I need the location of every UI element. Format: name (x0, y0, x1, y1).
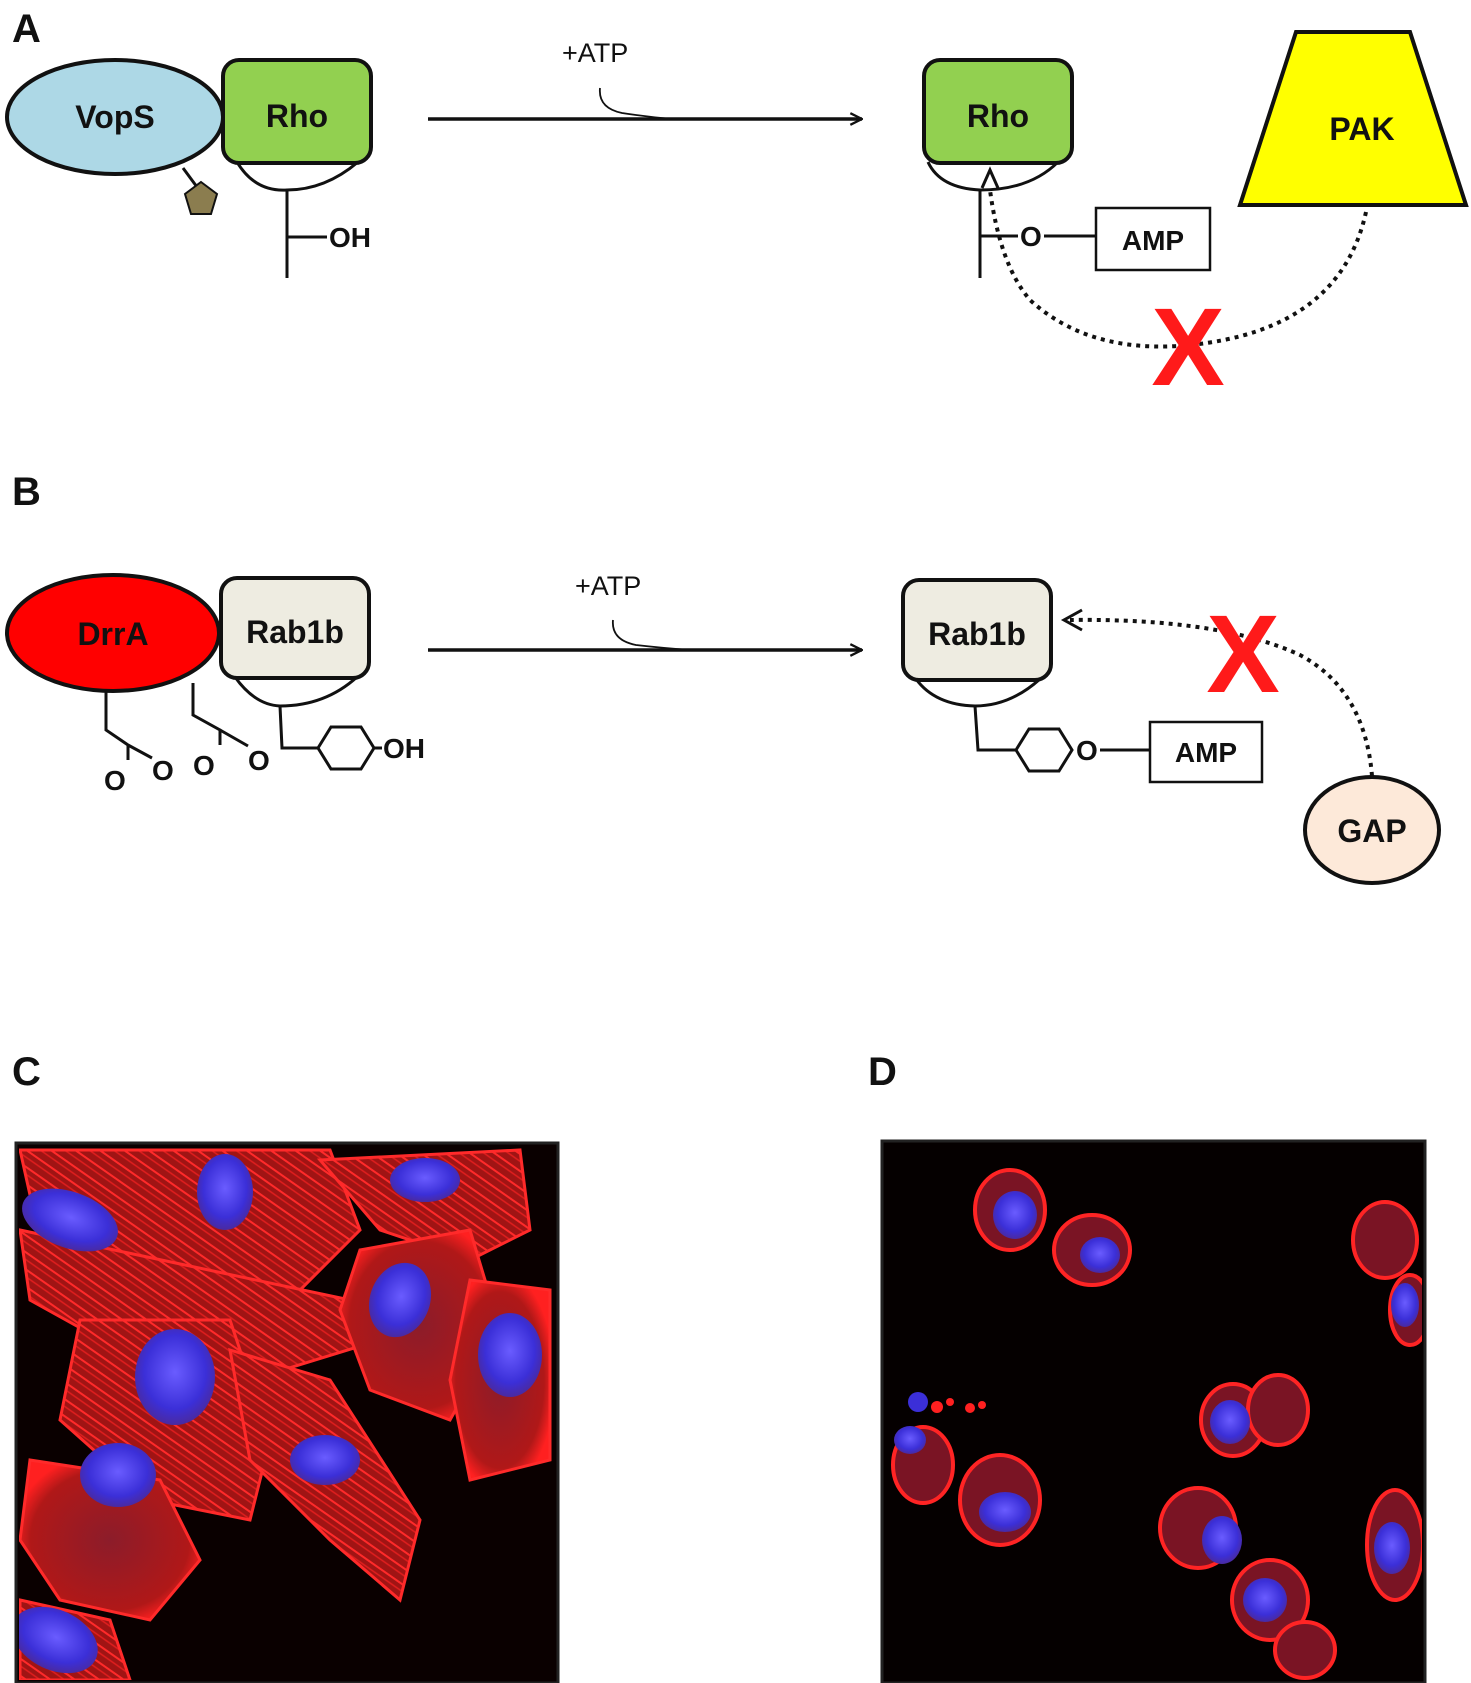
nucleus-d-3 (1391, 1283, 1419, 1327)
carboxylate-o4: O (248, 745, 270, 776)
cell-d-12 (1273, 1620, 1337, 1680)
gap-binding-dotted-path (1069, 617, 1374, 777)
pak-trapezoid (1237, 30, 1469, 207)
nucleus-d-1 (993, 1191, 1037, 1239)
debris-d-4 (978, 1401, 986, 1409)
vops-label: VopS (75, 99, 154, 135)
nucleus-d-9 (1374, 1522, 1410, 1574)
rho-pocket-right (926, 160, 1060, 192)
nucleus-c-4 (368, 1262, 432, 1338)
pak-binding-dotted-path (988, 189, 1368, 349)
rab1b-pocket-left (233, 675, 359, 708)
oxygen-label-b: O (1076, 735, 1098, 766)
debris-d-3 (965, 1403, 975, 1413)
tyr-ring-left (316, 725, 376, 771)
nucleus-c-2 (22, 1188, 118, 1252)
rho-label-left: Rho (266, 98, 328, 134)
nucleus-c-5 (478, 1313, 542, 1397)
tyr-ring-right (1014, 727, 1074, 773)
micrograph-c (14, 1141, 560, 1683)
gap-label: GAP (1337, 813, 1406, 849)
nucleus-d-4 (1210, 1400, 1250, 1444)
carboxylate-chain-1 (104, 692, 130, 760)
rho-box-right (922, 58, 1074, 165)
rab1b-box-left (219, 576, 371, 680)
cofactor-pentagon-icon (183, 180, 219, 215)
carboxylate-chain-2 (191, 683, 222, 745)
cell-d-3 (1351, 1200, 1419, 1280)
rho-box-left (221, 58, 373, 165)
carboxylate-bond-1 (127, 743, 153, 760)
blocked-x-mark-a: X (1151, 286, 1224, 409)
rab1b-pocket-right (914, 677, 1042, 708)
oxygen-label-a: O (1020, 221, 1042, 252)
atp-label-b: +ATP (575, 571, 641, 601)
panel-b-label: B (12, 470, 41, 514)
cell-c-8 (19, 1458, 202, 1622)
micrograph-d (880, 1139, 1427, 1683)
carboxylate-o2: O (152, 755, 174, 786)
cofactor-linker (181, 167, 199, 188)
panel-a-label: A (12, 7, 41, 51)
atp-swoosh-b (612, 619, 691, 651)
cell-c-3 (316, 1148, 532, 1262)
nucleus-c-1 (197, 1154, 253, 1230)
cell-d-6 (1246, 1373, 1310, 1447)
tyr-linker-left (278, 705, 318, 750)
drra-label: DrrA (77, 616, 148, 652)
gap-ellipse (1303, 775, 1441, 885)
panel-c-label: C (12, 1050, 41, 1094)
debris-d-1 (931, 1401, 943, 1413)
gap-binding-arrowhead (1060, 608, 1083, 632)
carboxylate-o3: O (193, 750, 215, 781)
hydroxyl-label-a: OH (329, 222, 371, 253)
nucleus-d-5 (894, 1426, 926, 1454)
hydroxyl-label-b: OH (383, 733, 425, 764)
pak-label: PAK (1329, 111, 1394, 147)
carboxylate-o1: O (104, 765, 126, 796)
atp-label-a: +ATP (562, 38, 628, 68)
rab1b-label-left: Rab1b (246, 614, 344, 650)
nucleus-d-6 (979, 1492, 1031, 1532)
nucleus-c-7 (80, 1443, 156, 1507)
nucleus-c-9 (19, 1606, 98, 1674)
amp-box-b (1148, 720, 1264, 784)
debris-d-5 (908, 1392, 928, 1412)
blocked-x-mark-b: X (1206, 593, 1279, 716)
nucleus-c-6 (135, 1329, 215, 1425)
amp-label-b: AMP (1175, 737, 1237, 768)
rho-pocket-left (235, 160, 359, 192)
carboxylate-bond-2 (219, 728, 249, 748)
pak-binding-arrowhead (980, 166, 1000, 189)
rab1b-label-right: Rab1b (928, 616, 1026, 652)
nucleus-d-8 (1243, 1578, 1287, 1622)
rab1b-box-right (901, 578, 1053, 682)
amp-box-a (1094, 206, 1212, 272)
amp-label-a: AMP (1122, 225, 1184, 256)
debris-d-2 (946, 1398, 954, 1406)
atp-swoosh-a (599, 87, 673, 120)
nucleus-c-8 (290, 1435, 360, 1485)
nucleus-d-2 (1080, 1237, 1120, 1273)
panel-d-label: D (868, 1050, 897, 1094)
nucleus-d-7 (1202, 1516, 1242, 1564)
tyr-linker-right (973, 705, 1016, 752)
rho-label-right: Rho (967, 98, 1029, 134)
nucleus-c-3 (390, 1158, 460, 1202)
